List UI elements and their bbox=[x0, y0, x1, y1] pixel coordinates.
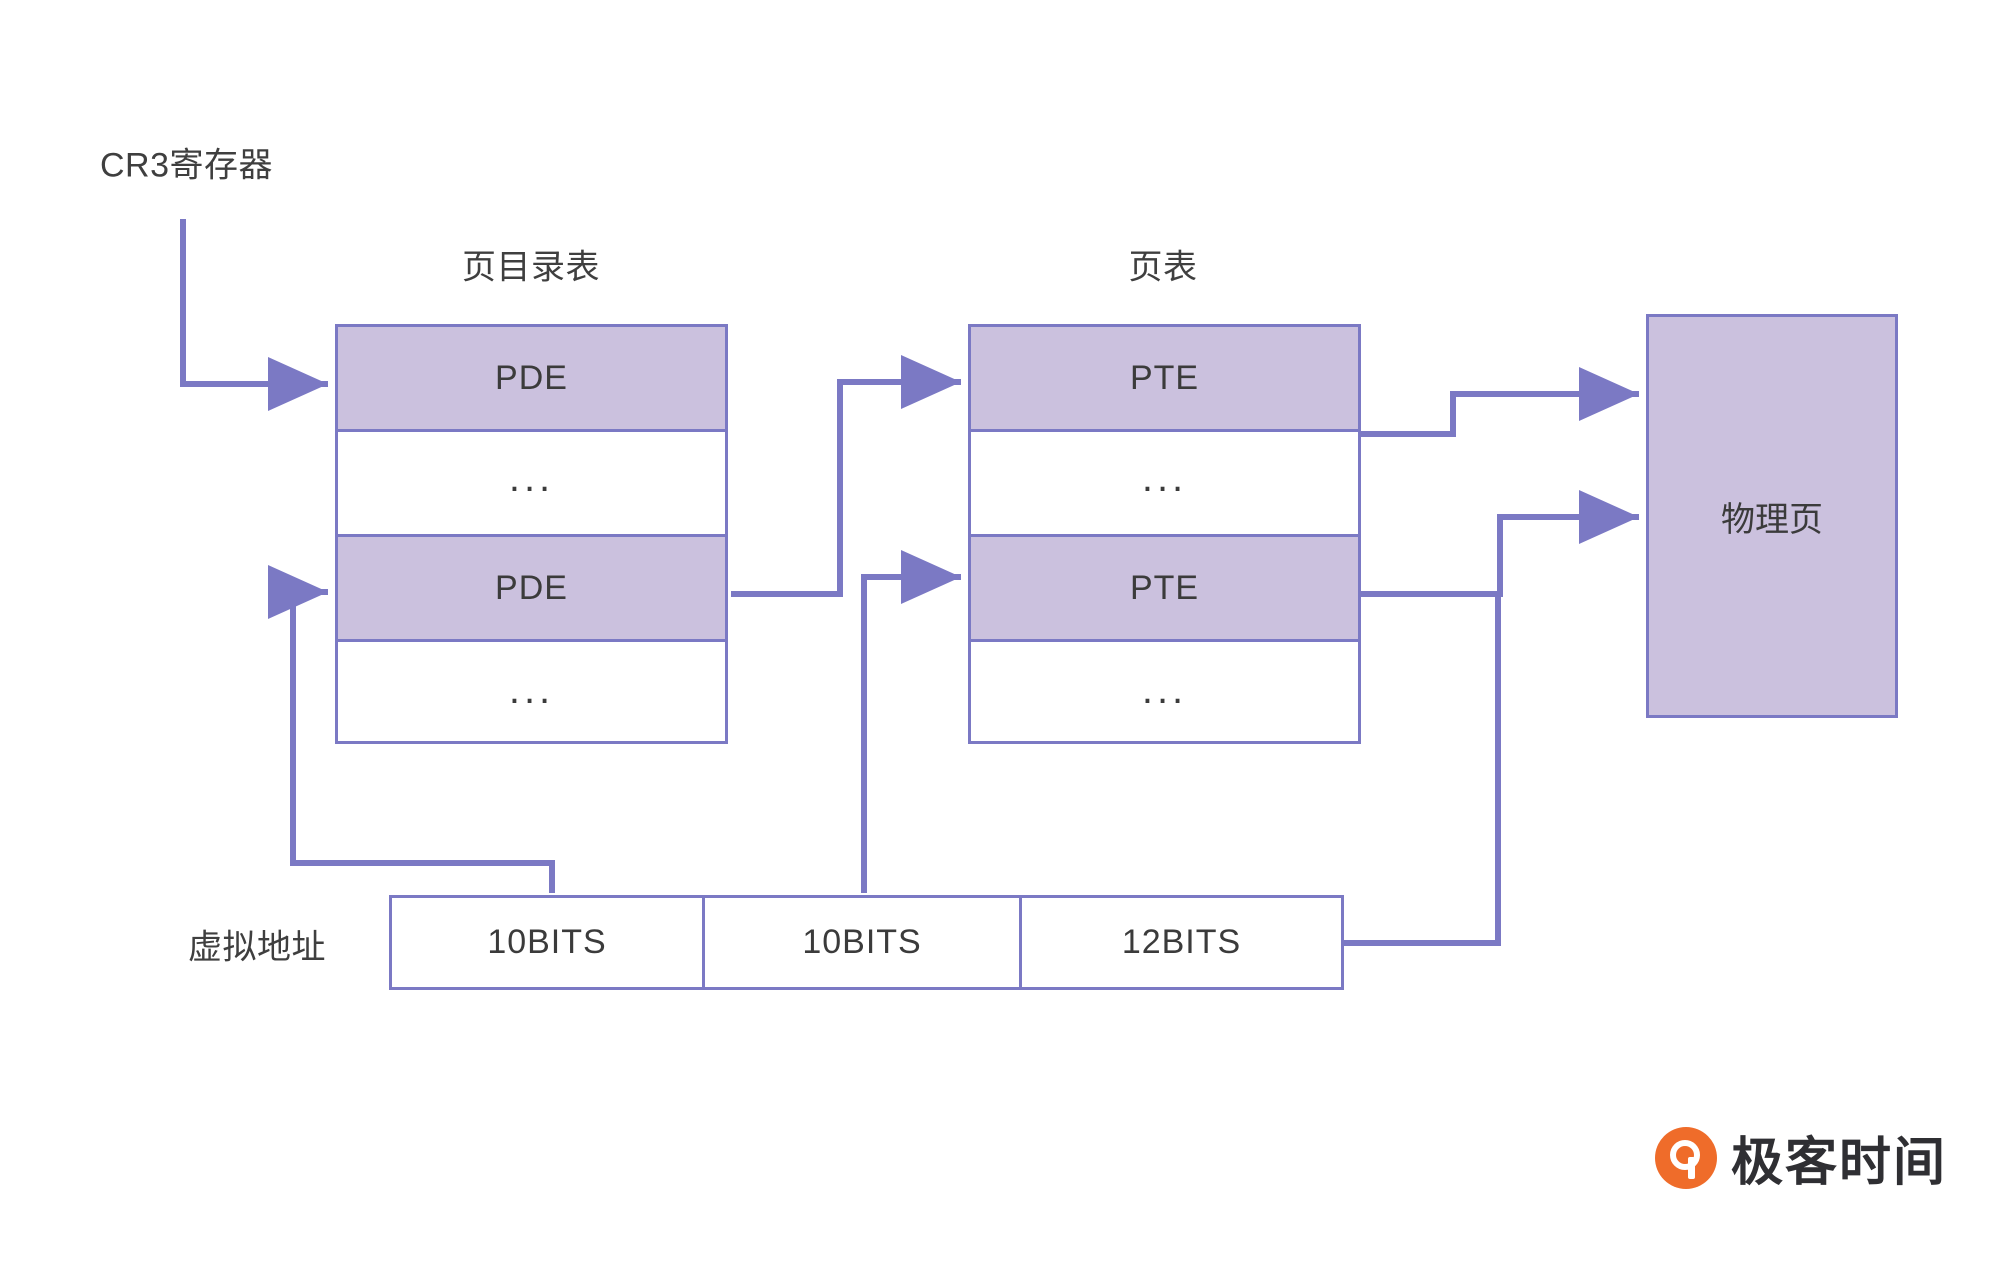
virtual-address-label: 虚拟地址 bbox=[188, 928, 326, 967]
page-directory-row[interactable]: PDE bbox=[338, 327, 725, 432]
page-table-row[interactable]: PTE bbox=[971, 327, 1358, 432]
page-table-row: ... bbox=[971, 432, 1358, 537]
geekbang-wordmark: 极客时间 bbox=[1731, 1134, 1948, 1192]
wire-va3-offset-to-physpage bbox=[1344, 594, 1501, 946]
wire-va2-to-pte2 bbox=[861, 550, 961, 893]
physical-page-box: 物理页 bbox=[1646, 314, 1898, 718]
virtual-address-field-offset[interactable]: 12BITS bbox=[1121, 923, 1242, 961]
wire-pte1-to-physpage bbox=[1361, 367, 1639, 437]
page-directory-table: PDE ... PDE ... bbox=[335, 324, 728, 744]
page-directory-row: ... bbox=[338, 432, 725, 537]
page-directory-row[interactable]: PDE bbox=[338, 537, 725, 642]
page-table-label: 页表 bbox=[1128, 248, 1198, 287]
geekbang-logo: 极客时间 bbox=[1655, 1120, 1947, 1195]
virtual-address-field-directory-index[interactable]: 10BITS bbox=[392, 898, 706, 987]
cr3-register-label: CR3寄存器 bbox=[100, 146, 274, 185]
wire-cr3-to-pde1 bbox=[180, 219, 328, 411]
page-directory-row: ... bbox=[508, 667, 555, 712]
wire-pte2-to-physpage bbox=[1361, 490, 1639, 597]
physical-page-label: 物理页 bbox=[1721, 500, 1823, 539]
virtual-address-bar: 10BITS 10BITS 12BITS bbox=[389, 895, 1344, 990]
virtual-address-field-table-index[interactable]: 10BITS bbox=[705, 898, 1023, 987]
page-directory-label: 页目录表 bbox=[462, 248, 600, 287]
wire-pde2-to-pte1 bbox=[731, 355, 961, 597]
page-table-table: PTE ... PTE ... bbox=[968, 324, 1361, 744]
page-table-row: ... bbox=[1141, 667, 1188, 712]
page-table-row[interactable]: PTE bbox=[971, 537, 1358, 642]
geekbang-circle-icon bbox=[1655, 1126, 1717, 1189]
